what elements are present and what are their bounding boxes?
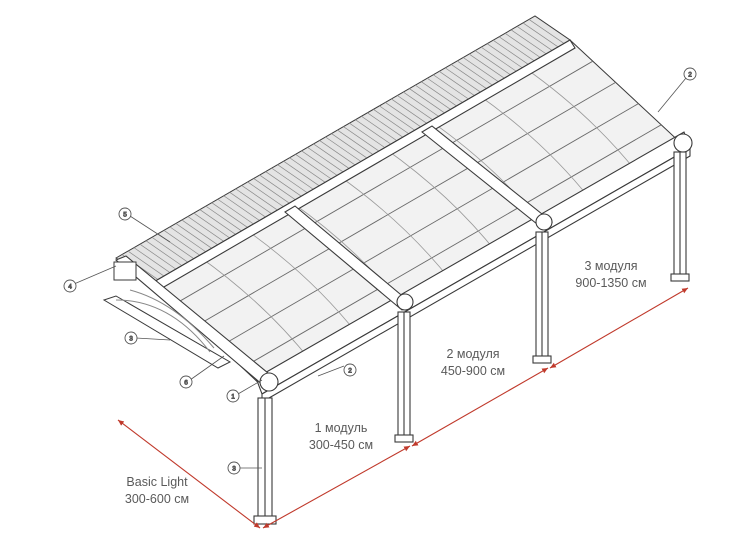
svg-text:3: 3 [129,336,133,343]
svg-text:3: 3 [232,466,236,473]
svg-text:1: 1 [231,394,235,401]
label-3-modules-range: 900-1350 см [575,276,647,290]
dim-3-modules [549,287,689,369]
svg-text:5: 5 [123,212,127,219]
label-3-modules: 3 модуля 900-1350 см [556,258,666,292]
dim-basic-light [117,419,261,529]
callout-1: 1 [226,389,240,403]
callout-4: 4 [63,279,77,293]
callouts: 1 2 2 3 3 4 5 6 [63,67,697,475]
svg-text:4: 4 [68,284,72,291]
label-2-modules-title: 2 модуля [446,347,500,361]
dimension-lines [117,287,689,529]
label-1-module-title: 1 модуль [314,421,368,435]
callout-3a: 3 [124,331,138,345]
label-basic-light-title: Basic Light [126,475,188,489]
callout-2a: 2 [343,363,357,377]
svg-text:2: 2 [688,72,692,79]
label-3-modules-title: 3 модуля [584,259,638,273]
label-2-modules-range: 450-900 см [440,364,506,378]
callout-6: 6 [179,375,193,389]
callout-3b: 3 [227,461,241,475]
callout-2b: 2 [683,67,697,81]
label-basic-light-range: 300-600 см [124,492,190,506]
label-1-module-range: 300-450 см [308,438,374,452]
label-2-modules: 2 модуля 450-900 см [418,346,528,380]
dim-2-modules [411,367,549,447]
callout-5: 5 [118,207,132,221]
callout-leaders [73,77,687,469]
front-awning [102,261,232,369]
label-basic-light: Basic Light 300-600 см [102,474,212,508]
dim-1-module [262,445,411,529]
roof-canopy [115,15,571,284]
beams [114,39,693,403]
label-1-module: 1 модуль 300-450 см [286,420,396,454]
posts [253,151,690,525]
svg-text:6: 6 [184,380,188,387]
svg-text:2: 2 [348,368,352,375]
